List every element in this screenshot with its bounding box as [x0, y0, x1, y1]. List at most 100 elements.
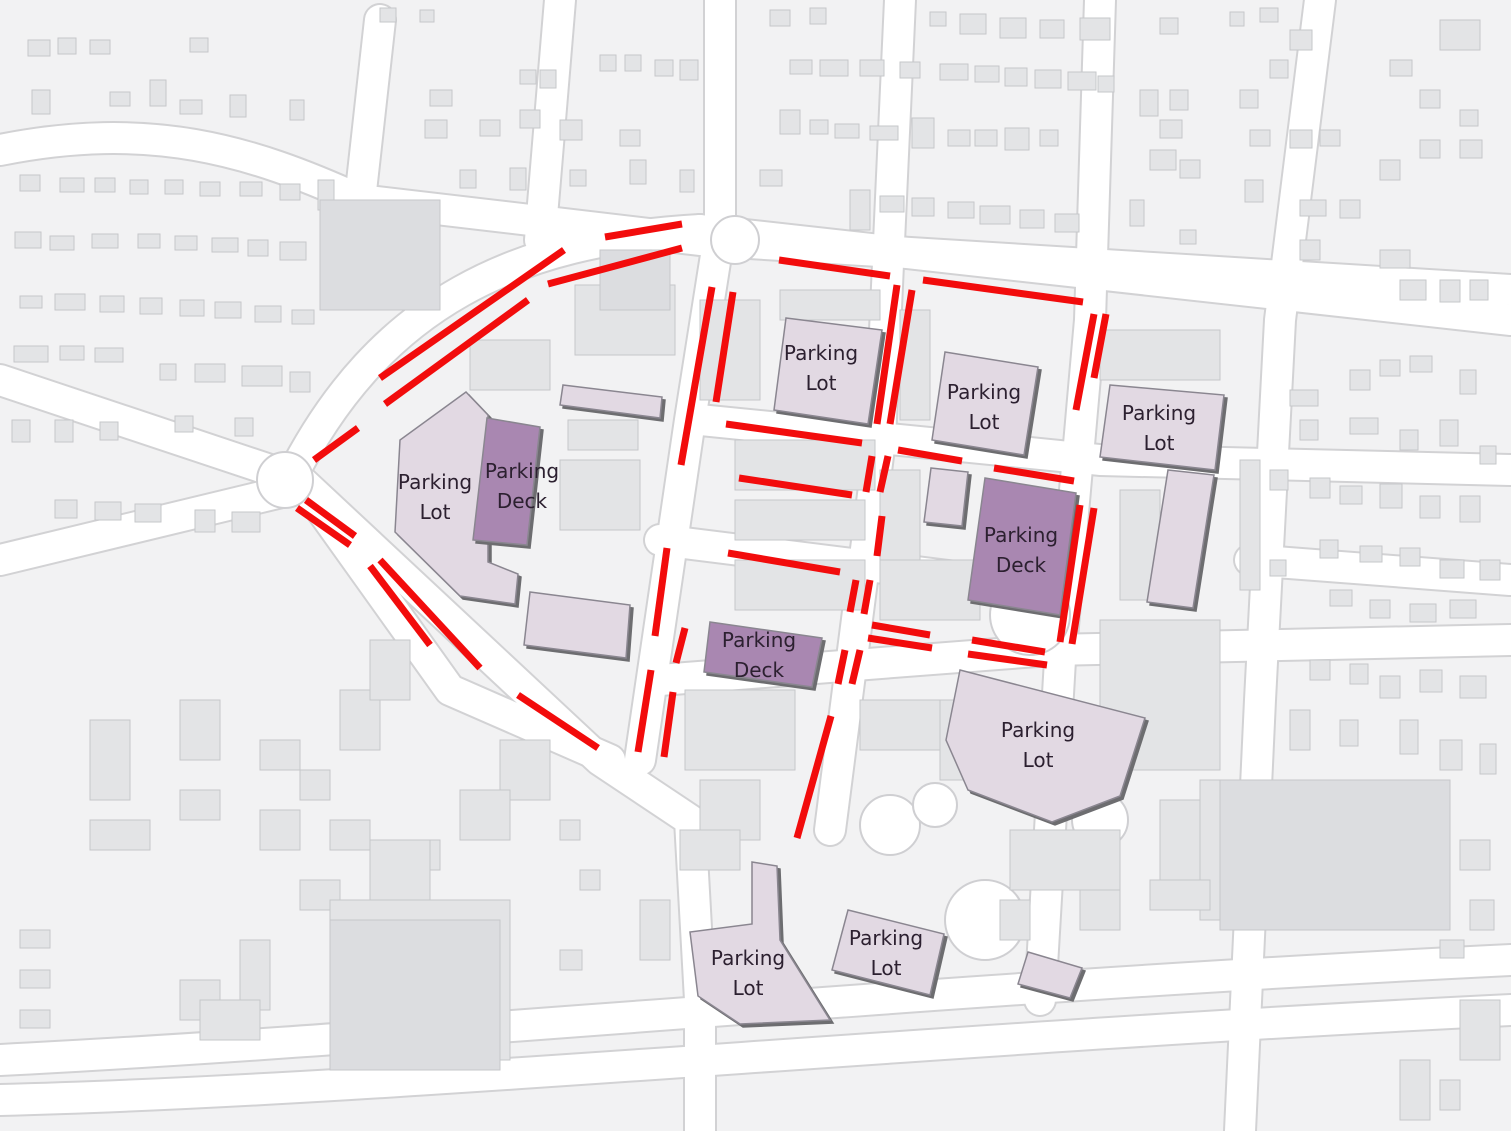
building: [259, 809, 301, 851]
building: [129, 179, 149, 195]
building: [1039, 19, 1065, 39]
large-building: [1219, 779, 1451, 931]
building: [879, 195, 905, 213]
building: [1239, 89, 1259, 109]
on-street-parking-segment: [516, 692, 600, 751]
building: [1399, 719, 1419, 755]
building: [1159, 119, 1183, 139]
building: [1289, 389, 1319, 407]
building: [1439, 419, 1459, 447]
building: [509, 167, 527, 191]
building: [459, 789, 511, 841]
on-street-parking-segment: [862, 455, 876, 493]
building: [259, 739, 301, 771]
on-street-parking-segment: [725, 420, 863, 447]
on-street-parking-segment: [672, 627, 689, 664]
building: [654, 59, 674, 77]
building: [679, 169, 695, 193]
building: [1399, 429, 1419, 451]
on-street-parking-segment: [677, 286, 716, 466]
facility-label: Deck: [734, 658, 785, 682]
facility-label: Parking: [984, 523, 1058, 547]
parking-lot-unlabeled[interactable]: [1017, 951, 1084, 999]
building: [19, 174, 41, 192]
building: [369, 639, 411, 701]
parking-lot-unlabeled[interactable]: [923, 467, 969, 527]
building: [241, 365, 283, 387]
building: [1379, 675, 1401, 699]
parking-lot-southeast[interactable]: [945, 669, 1146, 823]
building: [1299, 419, 1319, 441]
building: [559, 819, 581, 841]
facility-label: Lot: [969, 410, 1000, 434]
on-street-parking-segment: [871, 621, 931, 639]
fountain-circle: [859, 794, 921, 856]
building: [1459, 139, 1483, 159]
building: [199, 999, 261, 1041]
building: [1309, 477, 1331, 499]
on-street-parking-segment: [738, 474, 853, 499]
building: [1379, 359, 1401, 377]
parking-lot-south-2[interactable]: [831, 909, 945, 996]
building: [299, 769, 331, 801]
building: [49, 235, 75, 251]
building: [1139, 89, 1159, 117]
building: [599, 54, 617, 72]
building: [869, 125, 899, 141]
building: [1299, 239, 1321, 261]
building: [1449, 599, 1477, 619]
facility-label: Parking: [711, 946, 785, 970]
building: [569, 169, 587, 187]
parking-lot-unlabeled[interactable]: [1146, 469, 1215, 609]
building: [559, 459, 641, 531]
building: [1004, 127, 1030, 151]
building: [974, 65, 1000, 83]
building: [289, 99, 305, 121]
building: [239, 181, 263, 197]
parking-lot-north-2[interactable]: [931, 351, 1039, 456]
building: [1329, 589, 1353, 607]
building: [567, 419, 639, 451]
parking-lot-northeast[interactable]: [1099, 384, 1225, 471]
building: [789, 59, 813, 75]
parking-deck-west[interactable]: [472, 417, 541, 546]
building: [469, 339, 551, 391]
parking-deck-center[interactable]: [967, 477, 1077, 616]
building: [1419, 139, 1441, 159]
building: [911, 197, 935, 217]
building: [1479, 445, 1497, 465]
facility-label: Parking: [1122, 401, 1196, 425]
buildings: [11, 7, 1501, 1121]
building: [99, 421, 119, 441]
parking-lot-north-1[interactable]: [773, 317, 883, 425]
on-street-parking-segment: [846, 579, 860, 613]
parking-lot-south-1[interactable]: [689, 861, 832, 1025]
on-street-parking-segment: [922, 276, 1084, 306]
building: [13, 345, 49, 363]
parking-lot-unlabeled[interactable]: [559, 384, 663, 419]
building: [679, 829, 741, 871]
building: [539, 69, 557, 89]
building: [1004, 67, 1028, 87]
building: [1419, 669, 1443, 693]
building: [1459, 495, 1481, 523]
building: [624, 54, 642, 72]
building: [1369, 599, 1391, 619]
building: [89, 719, 131, 801]
building: [1099, 329, 1221, 381]
building: [1244, 179, 1264, 203]
facility-label: Parking: [1001, 718, 1075, 742]
parking-lot-unlabeled[interactable]: [523, 591, 631, 659]
on-street-parking-segment: [1068, 507, 1098, 645]
facility-label: Lot: [1023, 748, 1054, 772]
building: [1419, 89, 1441, 109]
parking-deck-south[interactable]: [703, 621, 823, 688]
building: [834, 123, 860, 139]
building: [1319, 129, 1341, 147]
building: [19, 969, 51, 989]
building: [137, 233, 161, 249]
building: [1289, 129, 1313, 149]
building: [1409, 603, 1437, 623]
building: [1149, 879, 1211, 911]
